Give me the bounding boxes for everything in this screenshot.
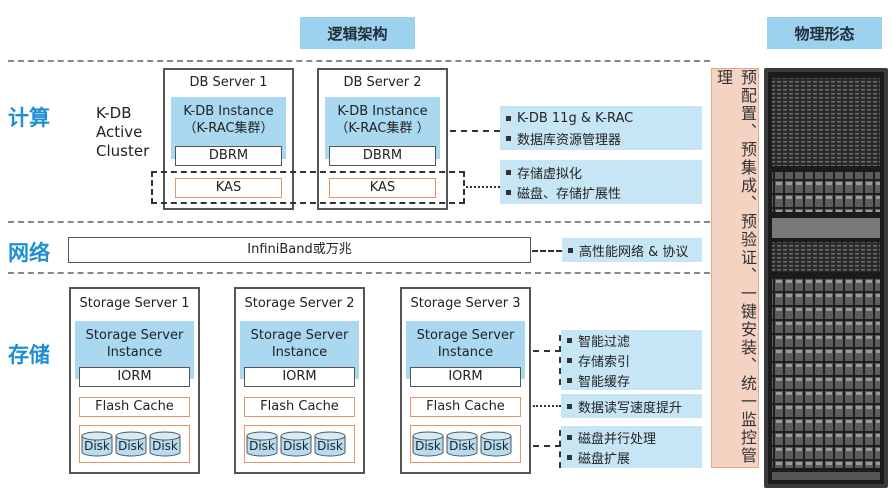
server-rack-image — [764, 68, 888, 488]
note-line: 存储索引 — [578, 354, 631, 370]
logical-architecture-header: 逻辑架构 — [300, 17, 415, 49]
connector-disk-bracket — [533, 445, 561, 447]
disk-icon: Disk — [412, 431, 444, 457]
flash-cache-box: Flash Cache — [79, 397, 190, 417]
iorm-box: IORM — [244, 367, 355, 387]
flash-cache-box: Flash Cache — [244, 397, 355, 417]
iorm-box: IORM — [410, 367, 521, 387]
section-label-compute: 计算 — [8, 106, 50, 130]
note-line: 存储虚拟化 — [517, 166, 583, 182]
db-server-title: DB Server 1 — [189, 75, 268, 90]
disk-label: Disk — [249, 439, 275, 453]
disk-icon: Disk — [115, 431, 147, 457]
dbrm-box: DBRM — [175, 146, 282, 166]
disk-icon: Disk — [446, 431, 478, 457]
bullet-icon — [506, 135, 511, 141]
disk-label: Disk — [449, 439, 475, 453]
disk-icon: Disk — [314, 431, 346, 457]
bullet-icon — [567, 434, 572, 440]
disk-label: Disk — [84, 439, 110, 453]
note-flash: 数据读写速度提升 — [561, 394, 702, 418]
bullet-icon — [567, 377, 572, 383]
bullet-icon — [506, 189, 511, 195]
note-line: K-DB 11g & K-RAC — [517, 110, 634, 126]
disk-label: Disk — [118, 439, 144, 453]
connector-flash-note — [533, 405, 561, 407]
separator-network-storage — [8, 272, 710, 274]
disk-label: Disk — [283, 439, 309, 453]
storage-server-title: Storage Server 2 — [244, 296, 355, 311]
bullet-icon — [567, 454, 572, 460]
separator-top — [8, 60, 710, 62]
disk-icon: Disk — [480, 431, 512, 457]
note-line: 磁盘、存储扩展性 — [517, 186, 622, 202]
note-kas: 存储虚拟化 磁盘、存储扩展性 — [500, 160, 702, 204]
connector-smart-bracket — [533, 350, 561, 352]
physical-form-header: 物理形态 — [767, 17, 882, 49]
disk-icon: Disk — [246, 431, 278, 457]
note-net: 高性能网络 & 协议 — [562, 238, 702, 262]
separator-compute-network — [8, 221, 710, 223]
kas-box: KAS — [329, 178, 436, 198]
storage-server-title: Storage Server 3 — [410, 296, 521, 311]
section-label-storage: 存储 — [8, 343, 50, 367]
disk-label: Disk — [415, 439, 441, 453]
section-label-network: 网络 — [8, 241, 50, 265]
note-db: K-DB 11g & K-RAC 数据库资源管理器 — [500, 106, 702, 150]
note-line: 数据库资源管理器 — [517, 132, 622, 148]
kas-box: KAS — [175, 178, 282, 198]
connector-smart-vert — [559, 335, 561, 385]
connector-kas-note — [466, 186, 500, 188]
physical-caption: 预配置、预集成、预验证、一键安装、统一监控管理 — [711, 68, 759, 468]
disk-icon: Disk — [149, 431, 181, 457]
storage-server-title: Storage Server 1 — [79, 296, 190, 311]
disk-label: Disk — [317, 439, 343, 453]
bullet-icon — [506, 169, 511, 175]
bullet-icon — [567, 357, 572, 363]
flash-cache-box: Flash Cache — [410, 397, 521, 417]
note-line: 磁盘扩展 — [578, 451, 631, 467]
bullet-icon — [506, 115, 511, 121]
connector-disk-vert — [559, 430, 561, 468]
disk-icon: Disk — [280, 431, 312, 457]
bullet-icon — [567, 403, 572, 409]
cluster-label: K-DB Active Cluster — [96, 104, 150, 160]
note-line: 高性能网络 & 协议 — [579, 244, 689, 260]
connector-net-note — [532, 250, 562, 252]
db-server-2: DB Server 2 K-DB Instance （K-RAC集群 ） DBR… — [317, 68, 448, 210]
connector-db-note — [450, 130, 500, 132]
disk-icon: Disk — [81, 431, 113, 457]
disk-label: Disk — [152, 439, 178, 453]
bullet-icon — [567, 337, 572, 343]
note-line: 磁盘并行处理 — [578, 431, 657, 447]
kas-group-outline — [151, 171, 465, 204]
dbrm-box: DBRM — [329, 146, 436, 166]
db-server-title: DB Server 2 — [343, 75, 422, 90]
network-bar: InfiniBand或万兆 — [68, 237, 531, 263]
note-smart: 智能过滤 存储索引 智能缓存 — [561, 330, 702, 390]
note-line: 智能缓存 — [578, 374, 631, 390]
note-line: 数据读写速度提升 — [578, 400, 683, 416]
db-server-1: DB Server 1 K-DB Instance （K-RAC集群） DBRM… — [163, 68, 294, 210]
note-disk: 磁盘并行处理 磁盘扩展 — [561, 426, 702, 468]
note-line: 智能过滤 — [578, 334, 631, 350]
bullet-icon — [568, 247, 573, 253]
iorm-box: IORM — [79, 367, 190, 387]
disk-label: Disk — [483, 439, 509, 453]
